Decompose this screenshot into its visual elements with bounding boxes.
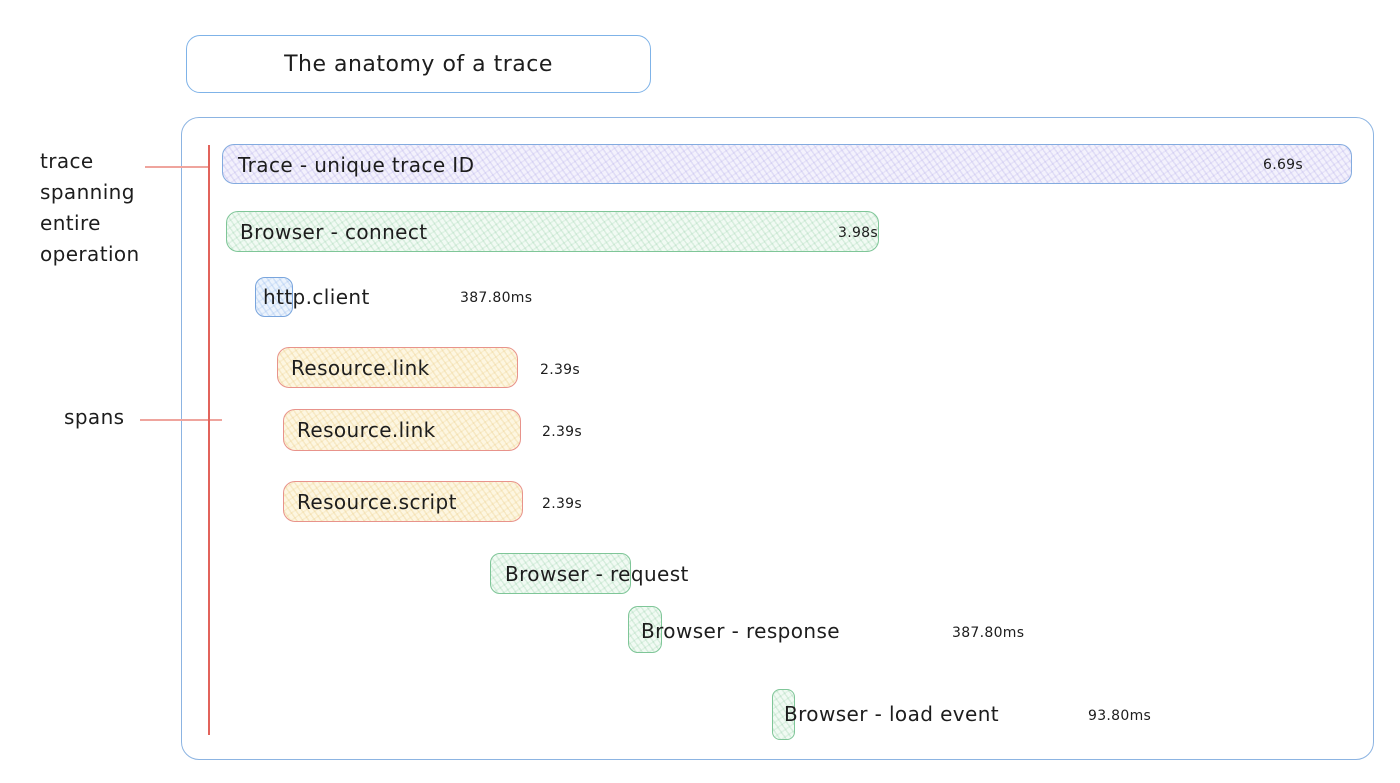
span-resource-script-label: Resource.script (297, 490, 457, 514)
diagram-title: The anatomy of a trace (284, 51, 553, 77)
span-browser-response-label: Browser - response (641, 619, 841, 643)
span-resource-script-bar (283, 481, 523, 522)
annotation-line-trace (145, 166, 210, 168)
span-browser-response-bar (628, 606, 662, 653)
annotation-spans-note: spans (64, 405, 125, 429)
diagram-frame (181, 117, 1374, 760)
span-resource-link-2-bar (283, 409, 521, 451)
span-resource-link-1-label: Resource.link (291, 356, 430, 380)
span-resource-link-1-bar (277, 347, 518, 388)
spans-bracket-line (208, 145, 210, 735)
diagram-title-box: The anatomy of a trace (186, 35, 651, 93)
trace-duration: 6.69s (1263, 157, 1303, 173)
span-browser-load-event-label: Browser - load event (784, 702, 1000, 726)
span-browser-load-event-duration: 93.80ms (1088, 708, 1152, 724)
span-browser-request-bar (490, 553, 631, 594)
span-http-client-label: http.client (263, 285, 370, 309)
span-browser-connect-duration: 3.98s (838, 225, 878, 241)
span-http-client-duration: 387.80ms (460, 290, 533, 306)
span-resource-script-duration: 2.39s (542, 496, 582, 512)
span-resource-link-2-label: Resource.link (297, 418, 436, 442)
span-resource-link-1-duration: 2.39s (540, 362, 580, 378)
trace-bar (222, 144, 1352, 184)
span-browser-connect-bar (226, 211, 879, 252)
annotation-line-spans (140, 419, 222, 421)
span-browser-request-label: Browser - request (505, 562, 689, 586)
span-browser-load-event-bar (772, 689, 795, 740)
span-browser-response-duration: 387.80ms (952, 625, 1025, 641)
span-http-client-bar (255, 277, 293, 317)
annotation-trace-note: trace spanning entire operation (40, 149, 140, 266)
span-resource-link-2-duration: 2.39s (542, 424, 582, 440)
trace-label: Trace - unique trace ID (238, 153, 475, 177)
span-browser-connect-label: Browser - connect (240, 220, 428, 244)
